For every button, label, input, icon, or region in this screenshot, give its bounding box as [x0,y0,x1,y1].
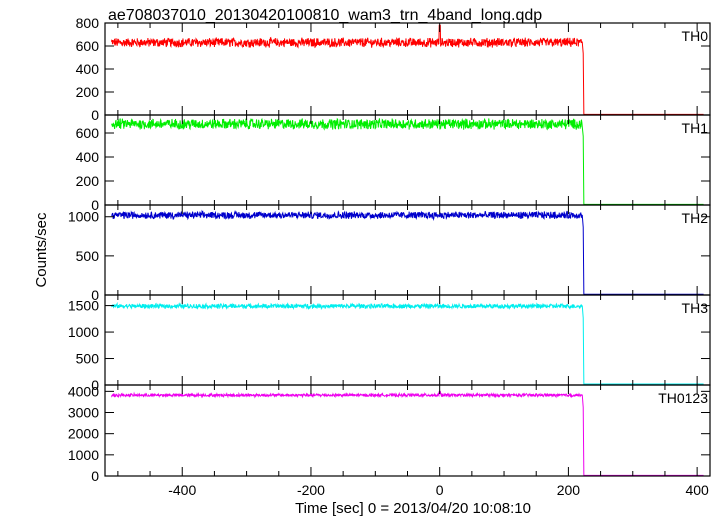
y-tick-label: 0 [91,377,99,393]
x-tick-label: -200 [297,482,325,498]
x-tick-label: 400 [685,482,709,498]
series-line-th2 [111,209,704,295]
y-tick-label: 0 [91,107,99,123]
x-axis-label: Time [sec] 0 = 2013/04/20 10:08:10 [295,500,531,516]
y-tick-label: 4000 [68,383,99,399]
x-tick-labels: -400 -200 0 200 400 [168,482,709,498]
x-tick-label: -400 [168,482,196,498]
panel-label-th2: TH2 [682,210,709,226]
panel-label-th0: TH0 [682,28,709,44]
panel-label-th1: TH1 [682,120,709,136]
y-tick-label: 1000 [68,447,99,463]
series-line-th0 [110,24,704,115]
y-tick-label: 2000 [68,426,99,442]
panel-frame [104,204,711,296]
y-tick-label: 0 [91,197,99,213]
y-tick-label: 1000 [68,209,99,225]
panel-label-th0123: TH0123 [658,390,708,406]
panel-th0123: 0 1000 2000 3000 4000 TH0123 [68,383,711,484]
panel-frame [104,294,711,386]
y-tick-label: 500 [76,248,100,264]
y-tick-label: 500 [76,351,100,367]
chart-title: ae708037010_20130420100810_wam3_trn_4ban… [108,7,542,24]
x-tick-label: 0 [436,482,444,498]
y-tick-label: 1000 [68,324,99,340]
y-tick-label: 600 [76,38,100,54]
y-tick-label: 0 [91,287,99,303]
y-axis-label: Counts/sec [33,212,50,288]
y-tick-label: 200 [76,173,100,189]
y-tick-label: 400 [76,149,100,165]
y-tick-label: 1500 [68,298,99,314]
panel-label-th3: TH3 [682,300,709,316]
y-tick-label: 400 [76,61,100,77]
y-tick-label: 800 [76,15,100,31]
panel-th1: 0 200 400 600 TH1 [76,114,711,213]
panel-frame [104,384,711,477]
panel-frame [104,114,711,206]
series-line-th3 [110,301,704,385]
panel-th2: 0 500 1000 TH2 [68,204,711,303]
panel-frame [104,22,711,116]
x-tick-label: 200 [557,482,581,498]
y-tick-label: 600 [76,125,100,141]
series-line-th0123 [110,390,704,476]
series-line-th1 [111,117,704,205]
panel-th3: 0 500 1000 1500 TH3 [68,294,711,393]
y-tick-label: 200 [76,84,100,100]
y-tick-label: 0 [91,468,99,484]
y-tick-label: 3000 [68,405,99,421]
